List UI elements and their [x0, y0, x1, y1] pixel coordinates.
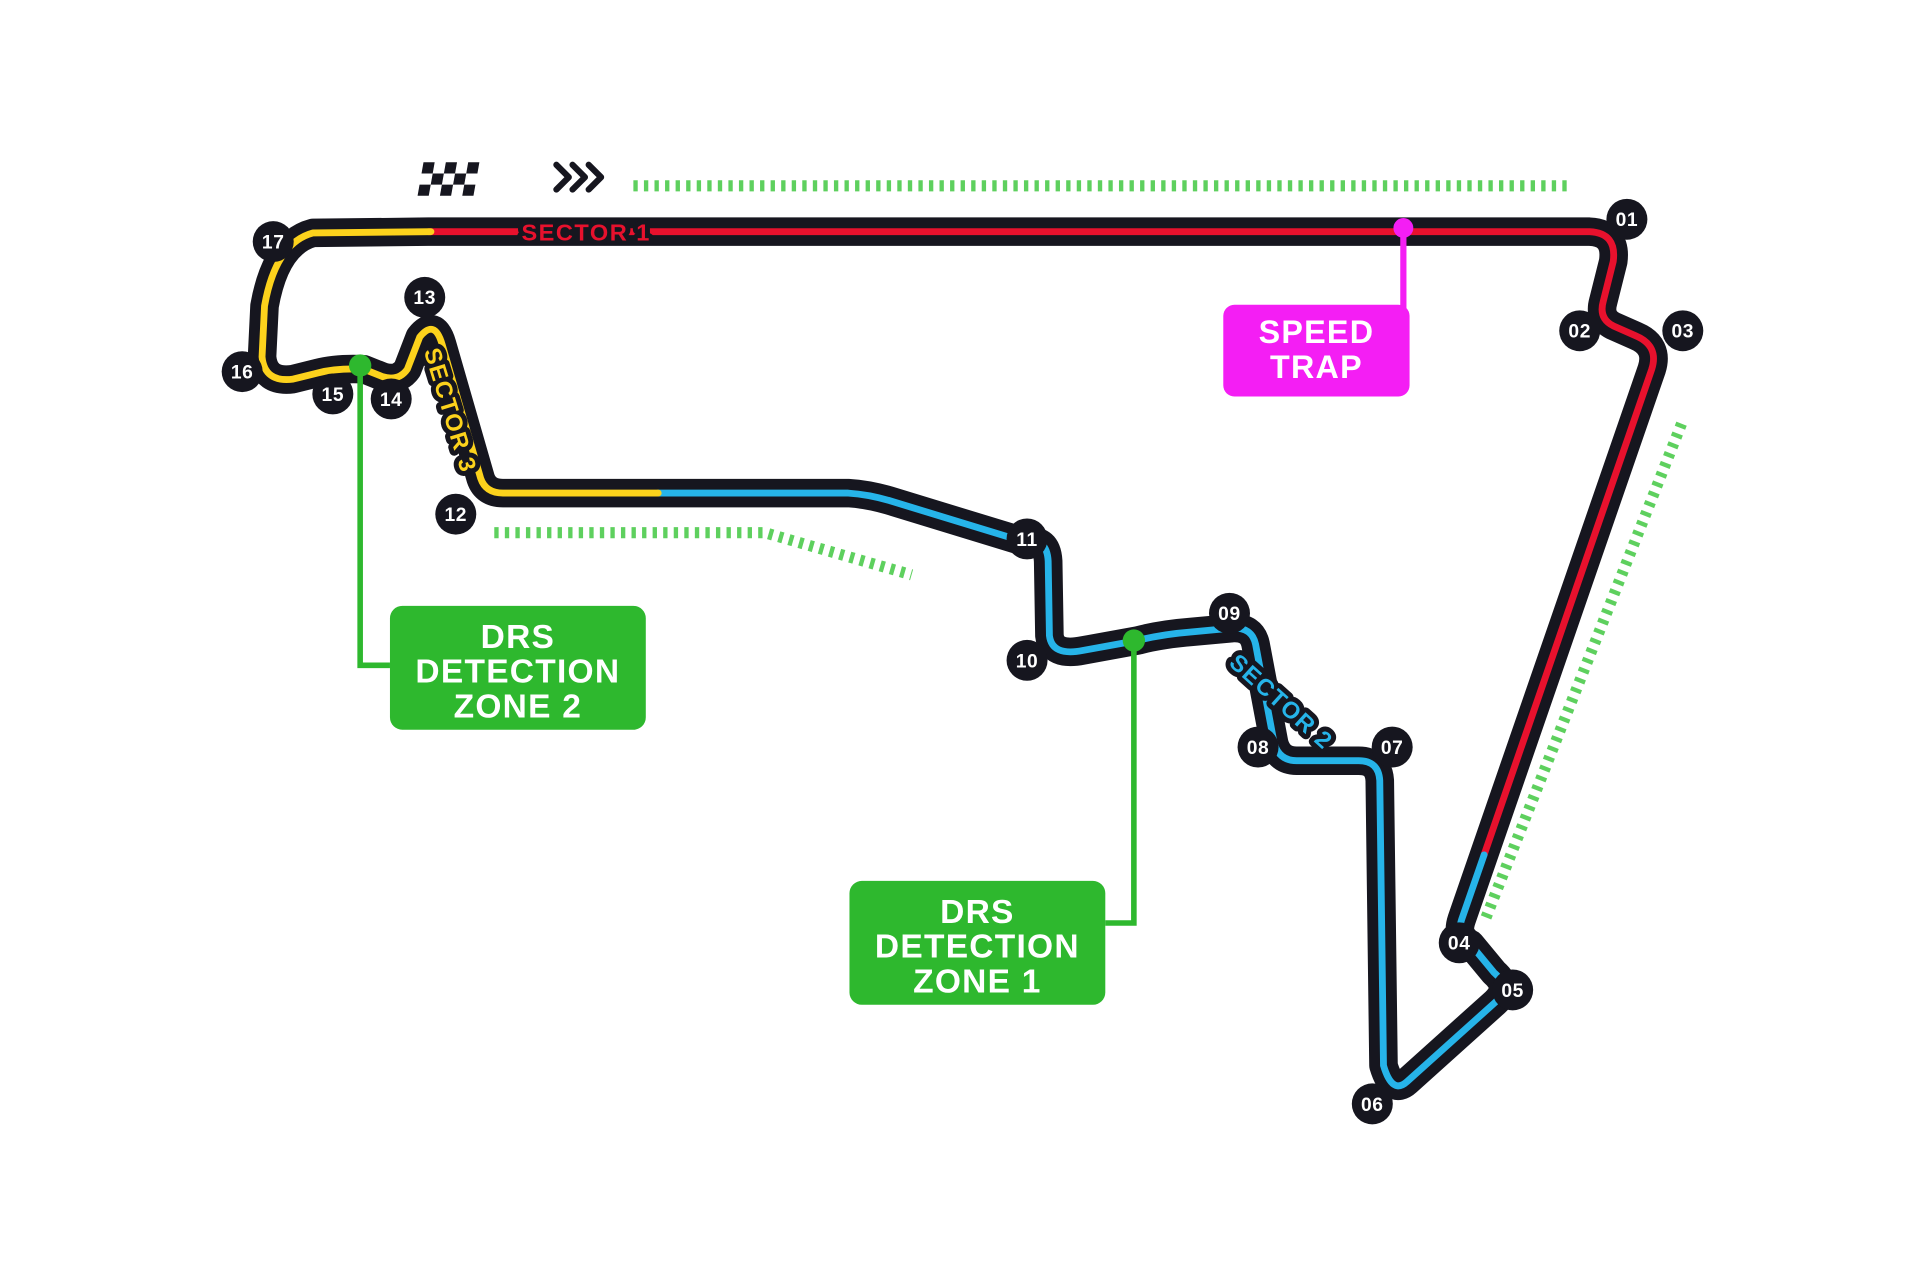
drs-zone-dash-back-straight — [1480, 421, 1687, 922]
turn-number: 16 — [231, 363, 254, 384]
turn-marker-05: 05 — [1492, 969, 1534, 1011]
speed-trap-label-line2: TRAP — [1270, 349, 1363, 385]
turn-marker-11: 11 — [1006, 518, 1048, 560]
turn-circle — [221, 351, 263, 393]
drs-zone-1-label-line2: DETECTION — [875, 929, 1080, 966]
speed-trap-label-line1: SPEED — [1259, 314, 1375, 350]
turn-marker-17: 17 — [252, 221, 294, 263]
drs-zones — [494, 180, 1687, 922]
turn-number: 10 — [1016, 651, 1039, 672]
turn-marker-13: 13 — [404, 276, 446, 318]
turn-number: 07 — [1381, 738, 1404, 759]
turn-circle — [404, 276, 446, 318]
turn-marker-09: 09 — [1209, 592, 1250, 634]
drs-zone-2-label-line2: DETECTION — [415, 654, 620, 691]
drs-detection-zone-1-callout: DRS DETECTION ZONE 1 — [849, 629, 1146, 1005]
speed-trap-callout: SPEED TRAP — [1223, 218, 1414, 397]
turn-circle — [1371, 726, 1413, 768]
turn-number: 05 — [1501, 981, 1524, 1002]
turn-circle — [1606, 198, 1648, 240]
turn-circle — [1492, 969, 1534, 1011]
drs-zone-1-label-line3: ZONE 1 — [913, 963, 1042, 1000]
turn-marker-07: 07 — [1371, 726, 1413, 768]
drs-zone-2-connector — [357, 374, 390, 669]
turn-number: 06 — [1361, 1095, 1384, 1116]
turn-number: 14 — [380, 390, 403, 411]
turn-marker-15: 15 — [312, 373, 354, 415]
drs-zone-dash-middle-straight — [494, 527, 914, 581]
turn-circle — [1237, 726, 1279, 768]
turn-number: 09 — [1218, 604, 1241, 625]
turn-marker-01: 01 — [1606, 198, 1648, 240]
direction-chevrons-icon — [553, 161, 605, 193]
speed-trap-dot — [1393, 218, 1414, 238]
turn-number: 12 — [444, 505, 467, 526]
turn-marker-04: 04 — [1438, 922, 1480, 964]
turn-circle — [1559, 310, 1601, 352]
drs-zone-2-dot — [348, 354, 372, 377]
turn-marker-02: 02 — [1559, 310, 1601, 352]
drs-zone-1-dot — [1122, 629, 1146, 652]
drs-zone-1-connector — [1105, 649, 1137, 926]
turn-number: 15 — [322, 385, 345, 406]
turn-markers: 01 02 03 04 05 06 07 08 09 10 11 12 13 14 15 16 17 — [221, 198, 1704, 1125]
turn-circle — [370, 378, 412, 420]
turn-circle — [252, 221, 294, 263]
turn-circle — [1006, 639, 1048, 681]
turn-marker-16: 16 — [221, 351, 263, 393]
speed-trap-box — [1223, 304, 1410, 397]
turn-marker-10: 10 — [1006, 639, 1048, 681]
turn-number: 03 — [1671, 322, 1694, 343]
turn-circle — [1438, 922, 1480, 964]
turn-marker-14: 14 — [370, 378, 412, 420]
drs-zone-1-label-line1: DRS — [940, 894, 1015, 931]
drs-zone-1-box — [849, 880, 1106, 1005]
turn-number: 11 — [1016, 530, 1038, 551]
drs-detection-zone-2-callout: DRS DETECTION ZONE 2 — [348, 354, 646, 730]
sector-1-label: SECTOR 1 — [521, 219, 650, 245]
turn-number: 08 — [1247, 738, 1270, 759]
turn-marker-06: 06 — [1351, 1083, 1393, 1125]
drs-zone-2-box — [389, 605, 646, 730]
turn-number: 13 — [413, 288, 436, 309]
drs-zone-2-label-line1: DRS — [481, 619, 556, 656]
turn-circle — [1662, 310, 1704, 352]
turn-circle — [1006, 518, 1048, 560]
turn-marker-08: 08 — [1237, 726, 1279, 768]
turn-marker-03: 03 — [1662, 310, 1704, 352]
drs-zone-2-label-line3: ZONE 2 — [454, 688, 583, 725]
turn-number: 04 — [1448, 934, 1471, 955]
checkered-flag-icon — [417, 162, 480, 196]
turn-circle — [1351, 1083, 1393, 1125]
turn-number: 01 — [1616, 210, 1639, 231]
turn-circle — [1209, 592, 1250, 634]
turn-number: 17 — [262, 233, 285, 254]
sector-1-line — [425, 228, 1657, 859]
turn-marker-12: 12 — [435, 493, 477, 535]
turn-circle — [312, 373, 354, 415]
turn-circle — [435, 493, 477, 535]
turn-number: 02 — [1568, 322, 1591, 343]
